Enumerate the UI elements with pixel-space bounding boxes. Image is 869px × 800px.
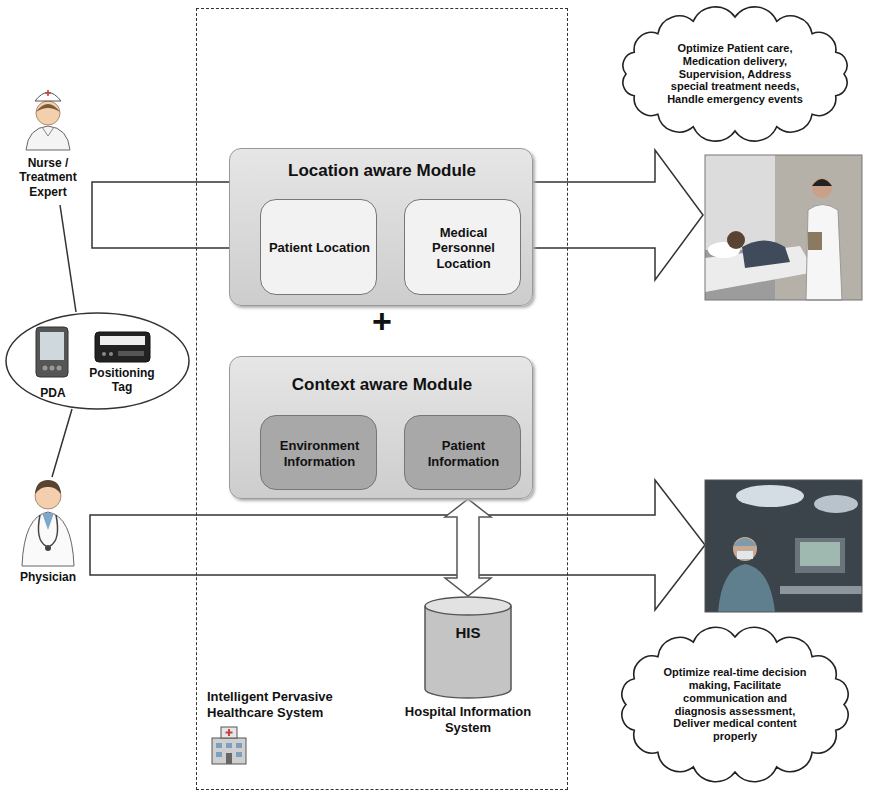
node-title: Environment Information [268,438,371,469]
nurse-head [36,101,60,125]
component-box: Medical Personnel Location [404,199,521,295]
photo-lamp [814,495,858,513]
hospital-window [236,752,242,757]
nurse-body [26,126,70,150]
cylinder-body [425,606,511,698]
photo-ground [705,480,862,612]
pda-button [43,366,48,371]
node-title: Patient Information [412,438,515,469]
surgery-photo [705,480,862,612]
tag-icon [95,332,150,362]
pda-body [36,327,68,377]
photo-surgeon [733,538,757,546]
cloud-outline [622,627,848,781]
node-caption: Hospital Information System [393,704,543,735]
hospital-window [236,743,242,748]
plus-sign: + [365,304,399,338]
hospital-door [226,753,232,764]
physician-icon [22,480,74,566]
stethoscope [38,515,57,546]
nurse-collar [42,127,54,136]
photo-table [780,586,862,594]
tag-light [102,352,106,356]
node-outline [424,596,512,699]
callout-cloud: Optimize real-time decision making, Faci… [611,622,859,787]
hospital-icon [212,727,246,764]
module-box: Location aware ModulePatient Location Med… [229,148,533,306]
node-title: Optimize Patient care, Medication delive… [660,42,810,107]
stethoscope [45,545,51,551]
photo-ground [705,155,862,300]
pda-button [50,366,55,371]
node-title: Patient Location [268,240,371,256]
cylinder-top [425,597,511,615]
node-title: Intelligent Pervasive Healthcare System [207,689,367,720]
physician-shirt [42,513,54,530]
node-outline [5,312,190,410]
pda-icon [36,327,68,377]
tag-body [95,332,150,362]
link-line [60,205,76,312]
node-title: Context aware Module [230,375,534,395]
ward-photo [705,155,862,300]
node-caption: Positioning Tag [87,366,157,395]
photo-lamp [736,485,804,507]
nurse-icon [26,90,70,150]
system-boundary: Intelligent Pervasive Healthcare System L… [196,8,568,790]
photo-clipboard [808,232,822,250]
photo-monitor [800,542,840,566]
link-line [52,409,72,477]
hospital-window [216,743,222,748]
role-label: Physician [8,570,88,584]
cloud-outline [623,7,847,141]
photo-window [705,155,775,250]
node-title: HIS [424,624,512,642]
component-box: Patient Location [260,199,377,295]
tag-strip [118,351,144,356]
tag-light [109,352,113,356]
photo-patient [727,231,745,249]
nurse-cross [45,90,51,96]
photo-doctor [812,178,832,198]
physician-hair [35,480,61,494]
flow-arrow [90,480,705,610]
nurse-hair [36,104,60,112]
database-cylinder: HISHospital Information System [424,596,512,699]
physician-coat [22,512,74,566]
hospital-building [212,738,246,764]
ellipse-outline [6,313,189,409]
role-label: Nurse / Treatment Expert [8,156,88,199]
tag-plate [100,336,145,345]
photo-doctor [812,179,832,186]
device-ellipse: PDA Positioning Tag [5,312,190,410]
photo-frame [705,480,862,612]
photo-surgeon [737,551,753,559]
photo-surgeon [733,537,757,561]
block-arrow [445,499,491,596]
pda-button [57,366,62,371]
hospital-window [216,752,222,757]
node-title: Optimize real-time decision making, Faci… [660,666,810,744]
photo-monitor [795,538,845,573]
module-box: Context aware ModuleEnvironment Informat… [229,356,533,499]
component-box: Patient Information [404,415,521,490]
node-title: Medical Personnel Location [412,225,515,272]
photo-patient [742,241,790,269]
hospital-cross [226,729,233,736]
photo-doctor [806,205,842,301]
node-title: Location aware Module [230,161,534,181]
photo-wall [775,155,862,300]
callout-cloud: Optimize Patient care, Medication delive… [611,2,859,146]
node-title: PDA [23,386,83,400]
photo-surgeon [718,564,775,612]
photo-frame [705,155,862,300]
hospital-tower [221,727,237,738]
pda-screen [40,332,64,360]
hospital-window [226,743,232,748]
component-box: Environment Information [260,415,377,490]
